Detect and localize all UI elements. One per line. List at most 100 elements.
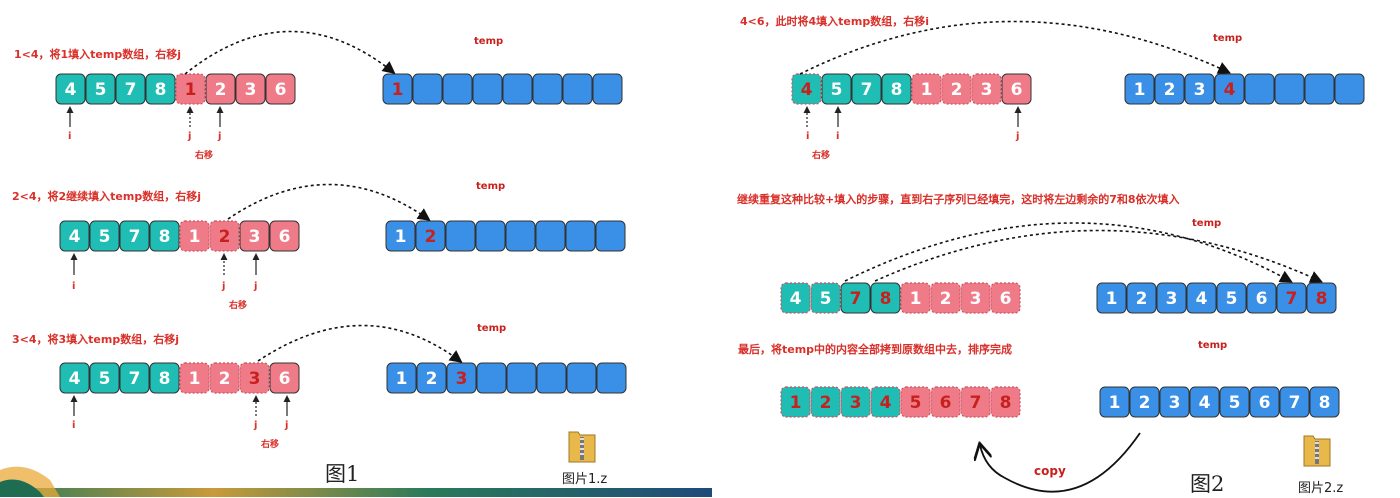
- fig2-step3-temp-cell-1-value: 2: [1139, 393, 1151, 413]
- fig2-step1-curve: [799, 20, 1231, 75]
- fig2-step1-temp-cell-3-value: 4: [1224, 80, 1236, 100]
- fig2-step2-temp-cell-5-value: 6: [1256, 289, 1268, 309]
- fig1-step3-arrow-j2-head: [283, 395, 291, 402]
- fig1-step1-move-label: 右移: [195, 151, 214, 161]
- fig2-step1-cell-6-value: 3: [981, 80, 993, 100]
- fig2-step1-temp-cell-3-box: [1214, 73, 1245, 105]
- fig2-step2-cell-0-value: 4: [790, 289, 802, 309]
- fig2-step2-temp-cell-1-box: [1126, 282, 1157, 314]
- fig2-step2-caption: 继续重复这种比较+填入的步骤，直到右子序列已经填完，这时将左边剩余的7和8依次填…: [737, 193, 1180, 206]
- fig1-step1-arrow-i-head: [66, 106, 74, 113]
- fig1-step2-temp-cell-5-box: [535, 220, 566, 252]
- fig1-step3-temp-cell-1-value: 2: [426, 369, 438, 389]
- fig1-step2-pointer-j2: j: [254, 281, 258, 292]
- fig1-step2-cell-2-value: 7: [129, 227, 141, 247]
- fig2-step1-cell-1-box: [821, 73, 852, 105]
- fig1-step3-curve: [257, 324, 463, 363]
- fig1-step2-caption: 2<4，将2继续填入temp数组，右移j: [12, 190, 202, 203]
- fig2-step3-temp-cell-7-value: 8: [1319, 393, 1331, 413]
- fig1-step3-temp-cell-2-box: [446, 362, 477, 394]
- fig1-step1-temp-cell-0-value: 1: [392, 80, 404, 100]
- fig2-step3-cell-2-box: [840, 386, 871, 418]
- fig2-step2-cell-7-value: 6: [1000, 289, 1012, 309]
- fig2-step3-cell-4-value: 5: [910, 393, 922, 413]
- fig1-step2-pointer-j: j: [222, 281, 226, 292]
- fig2-step1-cell-6-box: [971, 73, 1002, 105]
- fig2-step3-temp-cell-4-value: 5: [1229, 393, 1241, 413]
- fig1-step2-cell-6-value: 3: [249, 227, 261, 247]
- zip-file-icon[interactable]: [567, 428, 597, 464]
- fig2-step3-cell-6-box: [960, 386, 991, 418]
- fig2-step2-temp-cell-4-value: 5: [1226, 289, 1238, 309]
- fig2-step1-move-label: 右移: [812, 151, 831, 161]
- fig2-step1-temp-cell-2-value: 3: [1194, 80, 1206, 100]
- fig2-step1-temp-cell-1-value: 2: [1164, 80, 1176, 100]
- fig1-step2-cell-0-box: [59, 220, 90, 252]
- fig2-step3-temp-cell-3-box: [1189, 386, 1220, 418]
- fig1-step1-curve: [184, 30, 396, 75]
- fig1-file-label[interactable]: 图片1.z: [562, 472, 608, 487]
- fig1-step1-arrow-j2-head: [216, 106, 224, 113]
- fig2-step1-pointer-i: i: [806, 131, 810, 142]
- fig1-step2-temp-label: temp: [476, 181, 506, 192]
- fig2-step2-temp-cell-2-box: [1156, 282, 1187, 314]
- fig2-step3-cell-2-value: 3: [850, 393, 862, 413]
- fig2-step3-temp-cell-3-value: 4: [1199, 393, 1211, 413]
- fig2-step3-cell-1-value: 2: [820, 393, 832, 413]
- fig1-step1-cell-1-box: [85, 73, 116, 105]
- fig1-step3-arrow-j-head: [252, 395, 260, 402]
- fig2-step3-temp-cell-0-value: 1: [1109, 393, 1121, 413]
- fig1-step1-cell-7-value: 6: [275, 80, 287, 100]
- fig2-step1-cell-4-box: [911, 73, 942, 105]
- fig1-step2-temp-cell-1-box: [415, 220, 446, 252]
- zip-file-icon-2[interactable]: [1302, 432, 1332, 468]
- fig1-step2-cell-3-value: 8: [159, 227, 171, 247]
- fig2-step1-arrow-j-head: [1014, 106, 1022, 113]
- fig2-step1-temp-cell-6-box: [1304, 73, 1335, 105]
- fig2-step1-temp-label: temp: [1213, 33, 1243, 44]
- fig1-step2-arrow-j-head: [220, 253, 228, 260]
- fig1-step3-pointer-j2: j: [285, 420, 289, 431]
- fig1-step1-arrow-j-head: [186, 106, 194, 113]
- fig1-step1-cell-7-box: [265, 73, 296, 105]
- fig1-step3-cell-2-value: 7: [129, 369, 141, 389]
- fig2-step2-curve-8: [874, 229, 1323, 283]
- fig1-step2-temp-cell-6-box: [565, 220, 596, 252]
- fig1-step1-caption: 1<4，将1填入temp数组，右移j: [14, 48, 182, 61]
- fig1-step1-cell-4-value: 1: [185, 80, 197, 100]
- fig1-step2-temp-cell-1-value: 2: [425, 227, 437, 247]
- fig1-step1-temp-cell-6-box: [562, 73, 593, 105]
- fig2-step2-cell-5-box: [930, 282, 961, 314]
- fig2-step3-cell-3-value: 4: [880, 393, 892, 413]
- fig1-step2-cell-2-box: [119, 220, 150, 252]
- fig2-file-label[interactable]: 图片2.z: [1298, 481, 1344, 496]
- fig1-step1-temp-cell-7-box: [592, 73, 623, 105]
- fig1-step2-cell-3-box: [149, 220, 180, 252]
- fig2-step2-cell-6-box: [960, 282, 991, 314]
- fig1-step2-arrow-i-head: [70, 253, 78, 260]
- fig1-step1-temp-cell-1-box: [412, 73, 443, 105]
- fig1-step3-cell-5-box: [209, 362, 240, 394]
- fig1-step3-cell-4-value: 1: [189, 369, 201, 389]
- fig1-step1-temp-label: temp: [474, 36, 504, 47]
- fig1-step1-cell-5-box: [205, 73, 236, 105]
- corner-decoration-2: [0, 479, 44, 497]
- fig2-step2-cell-1-box: [810, 282, 841, 314]
- fig2-step3-temp-cell-2-box: [1159, 386, 1190, 418]
- fig2-step2-temp-cell-6-value: 7: [1286, 289, 1298, 309]
- fig2-step2-temp-cell-4-box: [1216, 282, 1247, 314]
- fig1-step2-cell-1-value: 5: [99, 227, 111, 247]
- fig1-title: 图1: [325, 462, 360, 486]
- fig2-step3-temp-cell-6-value: 7: [1289, 393, 1301, 413]
- fig2-step2-temp-cell-0-box: [1096, 282, 1127, 314]
- fig1-step1-pointer-i: i: [68, 131, 72, 142]
- fig2-step2-cell-3-box: [870, 282, 901, 314]
- fig2-step2-temp-cell-0-value: 1: [1106, 289, 1118, 309]
- fig1-step3-cell-6-box: [239, 362, 270, 394]
- fig2-step1-temp-cell-0-value: 1: [1134, 80, 1146, 100]
- fig2-step1-arrow-i2-head: [834, 106, 842, 113]
- fig2-step1-temp-cell-7-box: [1334, 73, 1365, 105]
- fig2-step3-temp-cell-2-value: 3: [1169, 393, 1181, 413]
- fig2-step3-cell-0-value: 1: [790, 393, 802, 413]
